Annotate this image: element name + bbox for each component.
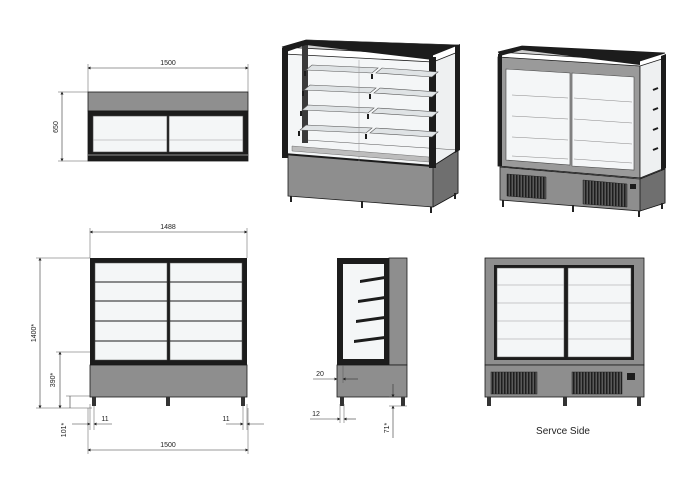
dim-top-height: 650 — [53, 121, 60, 133]
isometric-view-front — [281, 39, 460, 213]
dim-left-offset: 11 — [101, 416, 108, 423]
dim-foot-height: 101* — [61, 423, 68, 438]
dim-side-offset-12: 12 — [312, 411, 320, 418]
dim-base-height: 390* — [50, 373, 57, 388]
dim-bottom-width: 1500 — [160, 442, 176, 449]
dim-top-width: 1500 — [160, 60, 176, 67]
top-view: 1500 650 — [53, 60, 249, 162]
service-side-caption: Servce Side — [536, 426, 590, 437]
isometric-view-service — [497, 45, 666, 217]
dim-side-foot: 71* — [384, 422, 391, 433]
dim-right-offset: 11 — [222, 416, 229, 423]
service-side-view: Servce Side — [484, 257, 645, 437]
front-view: 1488 1400* 390* 101* 11 11 1500 — [31, 224, 264, 454]
dim-side-offset-20: 20 — [316, 371, 324, 378]
dim-front-total-height: 1400* — [31, 324, 38, 343]
side-view: 20 12 71* — [310, 257, 408, 438]
dim-front-inner-width: 1488 — [160, 224, 176, 231]
